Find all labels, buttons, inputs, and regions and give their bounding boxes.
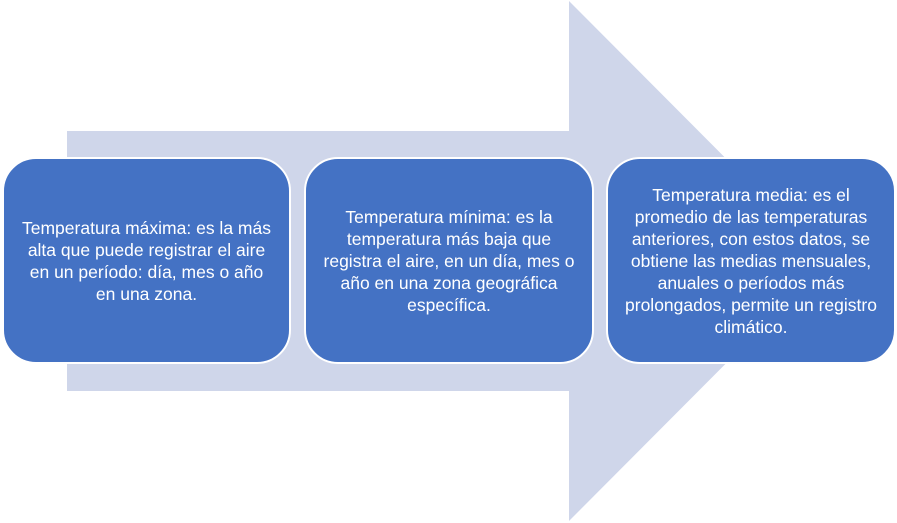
step-text-min-temperature: Temperatura mínima: es la temperatura má… xyxy=(323,206,575,315)
step-text-mean-temperature: Temperatura media: es el promedio de las… xyxy=(625,184,877,337)
step-box-max-temperature: Temperatura máxima: es la más alta que p… xyxy=(2,157,291,364)
step-text-max-temperature: Temperatura máxima: es la más alta que p… xyxy=(22,217,271,304)
step-box-min-temperature: Temperatura mínima: es la temperatura má… xyxy=(304,157,594,364)
step-box-mean-temperature: Temperatura media: es el promedio de las… xyxy=(606,157,896,364)
